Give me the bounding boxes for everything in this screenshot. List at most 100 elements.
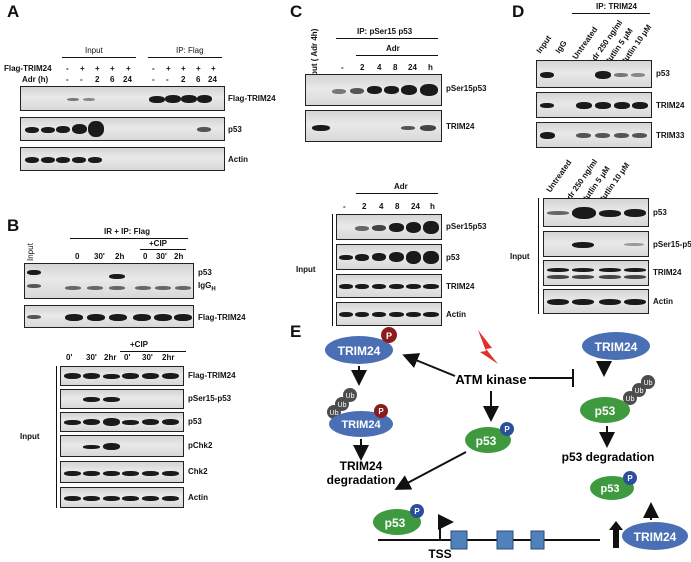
row-label-flag-trim24: Flag-TRIM24	[4, 64, 52, 73]
panel-letter-e: E	[290, 322, 302, 341]
panel-letter-c: C	[290, 2, 303, 21]
label-d-ip-p53: p53	[656, 69, 670, 78]
p53-label-ub: p53	[595, 404, 616, 418]
trim24-right-node: TRIM24	[582, 332, 650, 360]
blot-d-in-p53	[543, 198, 649, 227]
sign-4: +	[126, 64, 131, 73]
label-d-in-p53: p53	[653, 208, 667, 217]
b2-time-1: 30'	[86, 353, 97, 362]
input-side-label-c: Input	[296, 265, 316, 274]
input-side-label-d: Input	[510, 252, 530, 261]
c-ip-header: IP: pSer15 p53	[357, 27, 413, 36]
label-c-in-actin: Actin	[446, 310, 466, 319]
p53-label-dna: p53	[385, 516, 406, 530]
label-c-in-trim24: TRIM24	[446, 282, 475, 291]
b-time-5: 2h	[174, 252, 184, 261]
label-b-in-flag-trim24: Flag-TRIM24	[188, 371, 236, 380]
row-label-adr: Adr (h)	[22, 75, 49, 84]
c-time-2: 4	[377, 63, 382, 72]
b2-time-5: 2hr	[162, 353, 175, 362]
panel-letter-a: A	[7, 2, 20, 21]
blot-b-in-chk2	[60, 461, 184, 483]
c2-time-3: 8	[395, 202, 400, 211]
sign-1: +	[80, 64, 85, 73]
blot-c-ip-pser15	[305, 74, 442, 106]
p-mark-1: P	[386, 331, 392, 341]
c-time-1: 2	[360, 63, 365, 72]
up-arrow-icon	[609, 521, 623, 548]
blot-c-in-trim24	[336, 274, 442, 298]
label-c-in-pser15: pSer15p53	[446, 222, 487, 231]
blot-a-p53	[20, 117, 225, 141]
ub-2: Ub	[338, 402, 347, 409]
blot-b-in-actin	[60, 487, 184, 508]
gene-box-3	[530, 530, 545, 550]
b2-time-0: 0'	[66, 353, 73, 362]
c-time-4: 24	[408, 63, 417, 72]
ub-4: Ub	[644, 380, 653, 387]
b-time-2: 2h	[115, 252, 125, 261]
p-mark-2: P	[378, 407, 384, 416]
c2-time-5: h	[430, 202, 435, 211]
b-time-1: 30'	[94, 252, 105, 261]
label-b-in-actin: Actin	[188, 493, 208, 502]
label-b-flag-trim24: Flag-TRIM24	[198, 313, 246, 322]
blot-a-flag-trim24	[20, 86, 225, 111]
label-b-in-chk2: Chk2	[188, 467, 208, 476]
p53-dna-node: p53 P	[373, 504, 424, 535]
blot-b-in-pchk2	[60, 435, 184, 457]
label-a-flag-trim24: Flag-TRIM24	[228, 94, 276, 103]
label-d-ip-trim33: TRIM33	[656, 131, 685, 140]
label-b-in-pser15: pSer15-p53	[188, 394, 232, 403]
sign-8: +	[196, 64, 201, 73]
blot-b-ip-p53	[24, 263, 194, 299]
blot-c-ip-trim24	[305, 110, 442, 142]
label-c-ip-trim24: TRIM24	[446, 122, 475, 131]
c-time-0: -	[341, 63, 344, 72]
c-adr: Adr	[386, 44, 400, 53]
sign-2: +	[95, 64, 100, 73]
label-a-actin: Actin	[228, 155, 248, 164]
sign-6: +	[166, 64, 171, 73]
blot-b-in-flag-trim24	[60, 366, 184, 386]
lightning-icon	[478, 330, 498, 364]
label-d-in-trim24: TRIM24	[653, 268, 682, 277]
trim24-label-2: TRIM24	[341, 419, 381, 431]
time-5: -	[152, 75, 155, 84]
blot-d-in-actin	[543, 289, 649, 314]
label-a-p53: p53	[228, 125, 242, 134]
cip-label: +CIP	[149, 239, 168, 248]
c2-time-1: 2	[362, 202, 367, 211]
label-c-ip-pser15: pSer15p53	[446, 84, 487, 93]
b2-time-2: 2hr	[104, 353, 117, 362]
c-time-3: 8	[393, 63, 398, 72]
sign-0: -	[66, 64, 69, 73]
arrow-p53-dna	[394, 451, 467, 490]
b2-time-4: 30'	[142, 353, 153, 362]
b-time-3: 0	[143, 252, 148, 261]
blot-d-in-pser15	[543, 231, 649, 257]
label-b-p53: p53	[198, 268, 212, 277]
label-b-in-p53: p53	[188, 417, 202, 426]
blot-d-ip-trim33	[536, 122, 652, 148]
atm-kinase-label: ATM kinase	[455, 372, 526, 387]
trim24-deg-line2: degradation	[327, 473, 396, 487]
trim24-label-3: TRIM24	[595, 340, 638, 354]
trim24-label-1: TRIM24	[338, 344, 381, 358]
blot-b-in-pser15	[60, 389, 184, 409]
blot-d-ip-trim24	[536, 92, 652, 118]
ub-6: Ub	[626, 396, 635, 403]
input-side-label-b: Input	[20, 432, 40, 441]
blot-c-in-pser15	[336, 214, 442, 240]
blot-c-in-p53	[336, 244, 442, 270]
c2-time-4: 24	[411, 202, 420, 211]
blot-c-in-actin	[336, 302, 442, 326]
ip-flag-header: IP: Flag	[176, 46, 204, 55]
trim24-phospho-node: TRIM24 P	[325, 327, 397, 364]
b-time-4: 30'	[156, 252, 167, 261]
sign-5: -	[152, 64, 155, 73]
label-b-in-pchk2: pChk2	[188, 441, 213, 450]
b2-time-3: 0'	[124, 353, 131, 362]
p53-label-right: p53	[601, 483, 620, 495]
